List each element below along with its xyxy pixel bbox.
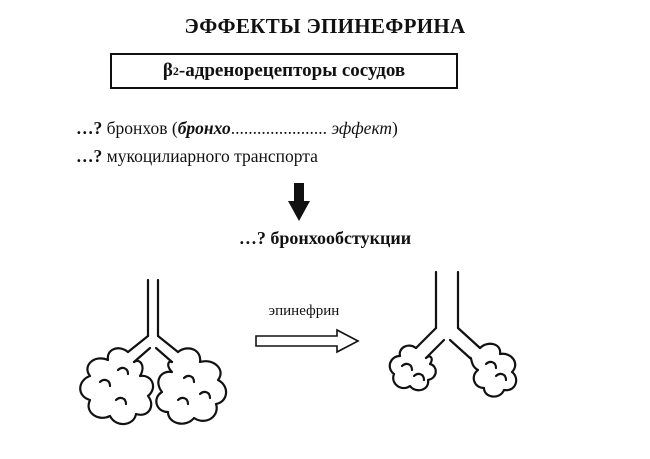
lung-after-icon xyxy=(388,270,518,398)
effect-line-mucociliary: …? мукоцилиарного транспорта xyxy=(76,146,318,167)
question-mark: …? xyxy=(76,118,103,138)
effect-text: бронхов ( xyxy=(102,118,178,138)
receptor-subscript: 2 xyxy=(172,63,179,78)
result-text: …? бронхообстукции xyxy=(238,228,412,248)
question-mark: …? xyxy=(76,146,103,166)
down-arrow-icon xyxy=(288,183,310,221)
receptor-beta: β xyxy=(162,60,173,81)
effect-italic: эффект xyxy=(326,118,393,138)
effect-line-bronchi: …? бронхов (бронхо......................… xyxy=(76,118,398,139)
effect-close: ) xyxy=(392,118,398,138)
process-label: эпинефрин xyxy=(268,303,340,319)
hollow-right-arrow-icon xyxy=(255,328,360,354)
effect-bold-italic: бронхо xyxy=(177,118,231,138)
lung-before-icon xyxy=(79,278,228,426)
diagram-title: ЭФФЕКТЫ ЭПИНЕФРИНА xyxy=(184,14,466,38)
receptor-label: -адренорецепторы сосудов xyxy=(178,60,406,81)
effect-dots: ...................... xyxy=(230,118,327,138)
effect-text: мукоцилиарного транспорта xyxy=(102,146,318,166)
